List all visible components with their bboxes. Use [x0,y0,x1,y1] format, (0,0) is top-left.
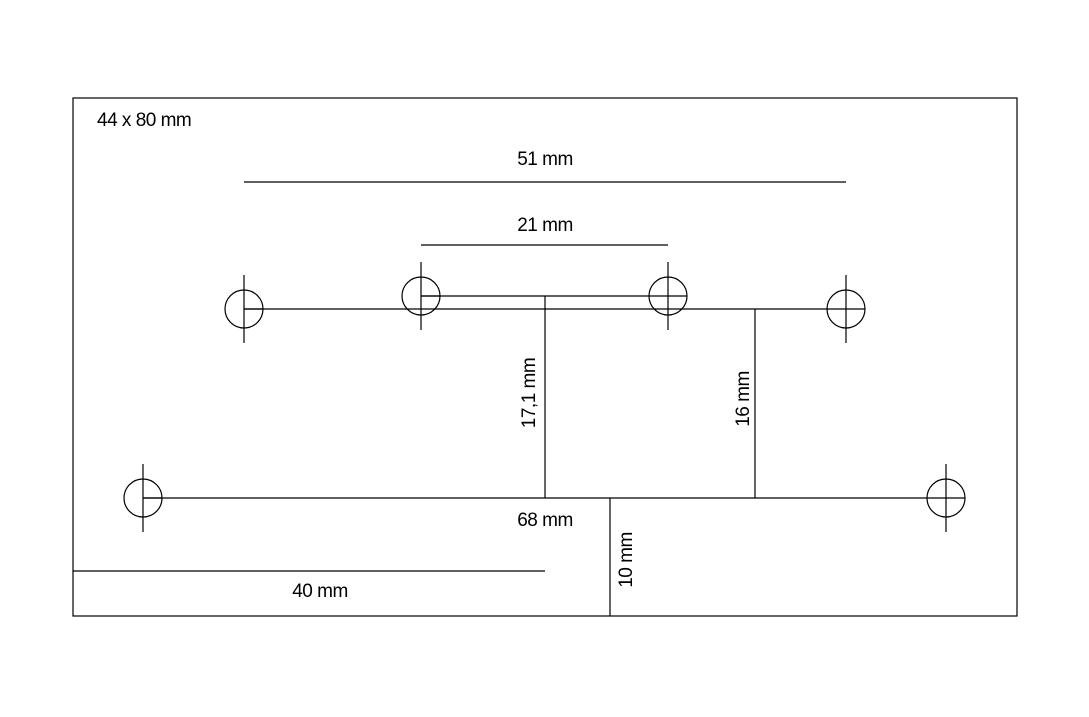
hole-bottom-right [926,464,966,532]
plate-size-label: 44 x 80 mm [97,110,191,131]
inner-span-label: 21 mm [517,215,573,236]
vertical-left-label: 17,1 mm [519,358,540,428]
plate-outline [72,97,1018,617]
hole-top-inner-left [401,262,441,330]
vertical-right-label: 16 mm [733,371,754,427]
left-offset-label: 40 mm [292,581,348,602]
holes-layer [123,262,966,532]
hole-top-outer-right [826,275,866,343]
bottom-offset-label: 10 mm [616,532,637,588]
hole-top-inner-right [648,262,688,330]
hole-bottom-left [123,464,163,532]
top-span-label: 51 mm [517,149,573,170]
hole-top-outer-left [224,275,264,343]
bottom-span-label: 68 mm [517,510,573,531]
